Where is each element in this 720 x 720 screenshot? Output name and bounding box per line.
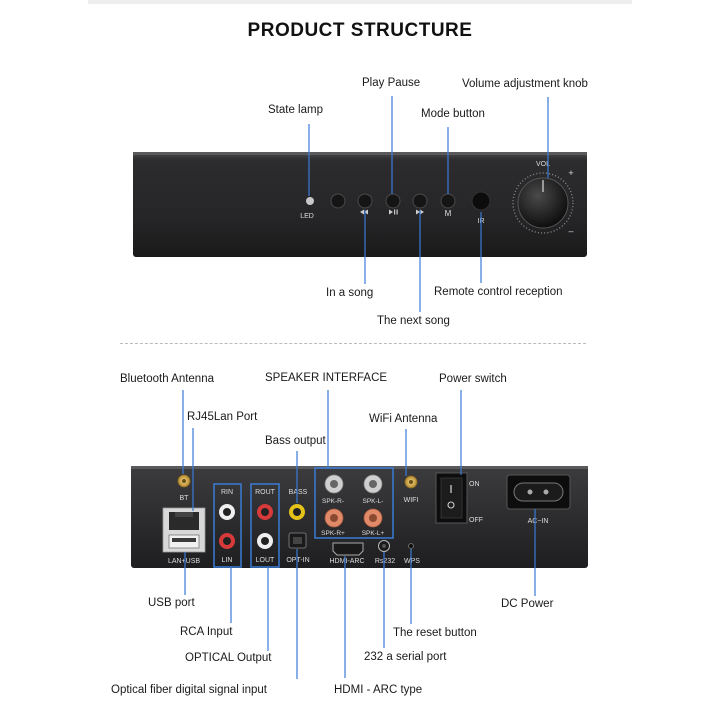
label-mode-button: Mode button [421,108,485,120]
rout-marking: ROUT [255,489,276,496]
label-speaker-interface: SPEAKER INTERFACE [265,372,388,384]
rca-left-out-pin [261,537,269,545]
opt-in-marking: OPT-IN [286,557,309,564]
spk-l-minus-marking: SPK-L- [363,498,384,505]
wifi-marking: WIFI [404,497,419,504]
label-usb-port: USB port [148,597,195,609]
label-volume-knob: Volume adjustment knob [462,78,588,90]
rj45-port-tab [175,512,193,517]
bass-marking: BASS [289,489,308,496]
ac-in-marking: AC~IN [528,518,549,525]
usb-port-tongue [172,538,196,542]
label-hdmi-arc: HDMI - ARC type [334,684,423,696]
on-marking: ON [469,481,480,488]
front-panel-top-edge [133,152,587,155]
play-pause-icon [389,209,398,215]
rca-right-out-pin [261,508,269,516]
mode-marking: M [445,209,452,218]
label-serial-port: 232 a serial port [364,651,447,663]
label-wifi-antenna: WiFi Antenna [369,413,438,425]
rca-output-frame [250,483,280,568]
bt-marking: BT [180,495,190,502]
ir-receiver-window [471,191,491,211]
speaker-terminal-r-plus-center [330,514,338,522]
rca-right-in-pin [223,508,231,516]
speaker-terminal-l-minus-center [369,480,377,488]
rca-left-in-pin [223,537,231,545]
label-optical-output: OPTICAL Output [185,652,272,664]
rs232-jack-hole [382,544,386,548]
rin-marking: RIN [221,489,233,496]
speaker-terminal-l-plus-center [369,514,377,522]
label-remote-control: Remote control reception [434,286,563,298]
ac-inlet-pin-left [527,489,533,495]
spk-r-minus-marking: SPK-R- [322,498,344,505]
lan-usb-marking: LAN+USB [168,558,200,565]
power-button[interactable] [330,193,346,209]
power-switch-rocker[interactable] [440,477,463,519]
lin-marking: LIN [222,557,233,564]
hdmi-arc-marking: HDMI-ARC [330,558,365,565]
label-rca-input: RCA Input [180,626,233,638]
rear-panel-body [131,466,588,568]
spk-l-plus-marking: SPK-L+ [362,530,385,537]
label-bass-output: Bass output [265,435,326,447]
rear-panel: BT LAN+USB RIN LIN ROUT LOUT BASS OPT-IN [131,466,588,568]
power-off-symbol [447,501,455,509]
led-marking: LED [300,213,314,220]
label-power-switch: Power switch [439,373,507,385]
label-next-song: The next song [377,315,450,327]
label-dc-power: DC Power [501,598,554,610]
label-reset-button: The reset button [393,627,477,639]
speaker-terminal-r-minus-center [330,480,338,488]
bass-output-pin [293,508,301,516]
front-leader-lines [308,96,549,312]
volume-knob[interactable] [517,177,569,229]
vol-plus-marking: + [568,168,573,178]
wps-reset-button[interactable] [408,543,414,549]
top-edge-strip [88,0,632,4]
vol-marking: VOL [536,161,550,168]
play-pause-button[interactable] [385,193,401,209]
next-song-button[interactable] [412,193,428,209]
label-in-a-song: In a song [326,287,374,299]
previous-song-button[interactable] [357,193,373,209]
rear-leader-lines [182,390,536,679]
wps-marking: WPS [404,558,420,565]
state-lamp-led [306,197,314,205]
spk-r-plus-marking: SPK-R+ [321,530,345,537]
ac-inlet-socket[interactable] [513,482,564,502]
mode-button[interactable] [440,193,456,209]
wifi-antenna-pin [409,480,413,484]
off-marking: OFF [469,517,483,524]
volume-scale-ring [512,172,574,234]
ac-inlet-pin-right [543,489,549,495]
section-divider [120,343,586,344]
previous-icon [360,209,368,215]
rs232-marking: Rs232 [375,558,395,565]
label-state-lamp: State lamp [268,104,323,116]
label-optical-input: Optical fiber digital signal input [111,684,267,696]
optical-input-window [293,537,302,544]
hdmi-arc-port[interactable] [332,542,364,556]
vol-minus-marking: – [568,226,573,236]
label-play-pause: Play Pause [362,77,421,89]
front-panel: LED M IR VOL + – [133,152,587,257]
label-bt-antenna: Bluetooth Antenna [120,373,214,385]
bt-antenna-pin [182,479,186,483]
label-rj45: RJ45Lan Port [187,411,258,423]
speaker-interface-frame [314,467,394,539]
lout-marking: LOUT [256,557,275,564]
page-title: PRODUCT STRUCTURE [247,20,473,41]
rca-input-frame [213,483,242,568]
